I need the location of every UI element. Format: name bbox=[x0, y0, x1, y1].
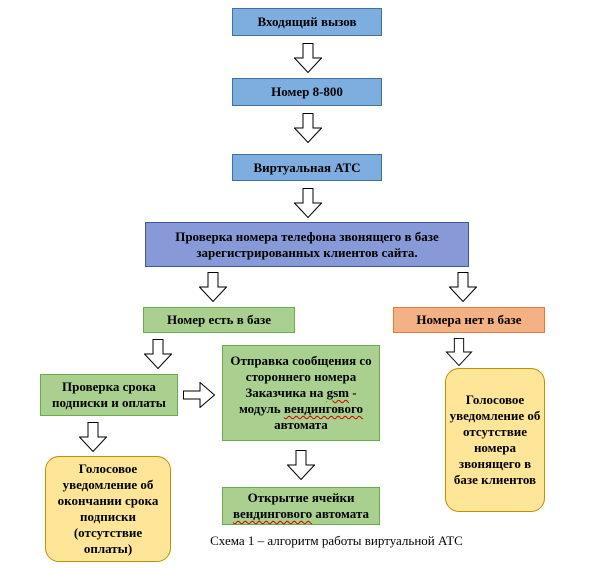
node-label: Проверка номера телефона звонящего в баз… bbox=[175, 228, 439, 260]
arrow-down-icon bbox=[78, 422, 108, 453]
node-text: автомата bbox=[312, 506, 369, 521]
node-label: Голосовое уведомление об отсутствие номе… bbox=[449, 392, 541, 487]
node-label: Голосовое уведомление об окончании срока… bbox=[57, 461, 159, 556]
node-check-subscription: Проверка срока подписки и оплаты bbox=[40, 374, 178, 416]
node-label: Номер 8-800 bbox=[271, 84, 343, 100]
node-number-not-in-db: Номера нет в базе bbox=[393, 307, 545, 333]
arrow-down-icon bbox=[293, 113, 323, 144]
node-label: Номер есть в базе bbox=[167, 312, 271, 328]
figure-caption: Схема 1 – алгоритм работы виртуальной АТ… bbox=[210, 533, 463, 548]
node-text: - модуль bbox=[238, 385, 357, 416]
misspelled-word: gsm bbox=[326, 385, 350, 401]
node-number-in-db: Номер есть в базе bbox=[143, 307, 295, 333]
node-label: Номера нет в базе bbox=[416, 312, 522, 328]
misspelled-word: вендингового bbox=[283, 400, 364, 416]
node-label: Виртуальная АТС bbox=[253, 159, 361, 175]
arrow-down-icon bbox=[143, 339, 173, 370]
arrow-down-icon bbox=[293, 43, 323, 74]
arrow-down-icon bbox=[286, 449, 316, 481]
node-label: Открытие ячейки вендингового автомата bbox=[223, 489, 379, 523]
arrow-down-icon bbox=[445, 338, 473, 367]
arrow-down-icon bbox=[198, 272, 228, 303]
node-incoming-call: Входящий вызов bbox=[232, 8, 382, 36]
node-text: автомата bbox=[274, 416, 328, 432]
node-check-number-db: Проверка номера телефона звонящего в баз… bbox=[145, 222, 469, 267]
node-voice-subscription-end: Голосовое уведомление об окончании срока… bbox=[45, 456, 171, 562]
node-voice-number-absent: Голосовое уведомление об отсутствие номе… bbox=[445, 368, 545, 512]
node-label: Проверка срока подписки и оплаты bbox=[52, 379, 166, 410]
node-label: Входящий вызов bbox=[257, 14, 357, 30]
node-number-8800: Номер 8-800 bbox=[232, 78, 382, 106]
arrow-down-icon bbox=[448, 272, 478, 303]
node-open-cell: Открытие ячейки вендингового автомата bbox=[222, 487, 380, 525]
arrow-down-icon bbox=[293, 188, 323, 219]
node-virtual-pbx: Виртуальная АТС bbox=[232, 154, 382, 181]
arrow-right-icon bbox=[183, 381, 216, 409]
node-text: Отправка сообщения со стороннего номера … bbox=[230, 353, 372, 401]
node-label: Отправка сообщения со стороннего номера … bbox=[223, 352, 379, 433]
node-text: Открытие ячейки bbox=[247, 490, 355, 506]
node-send-message: Отправка сообщения со стороннего номера … bbox=[222, 345, 380, 441]
misspelled-word: вендингового bbox=[233, 506, 313, 521]
